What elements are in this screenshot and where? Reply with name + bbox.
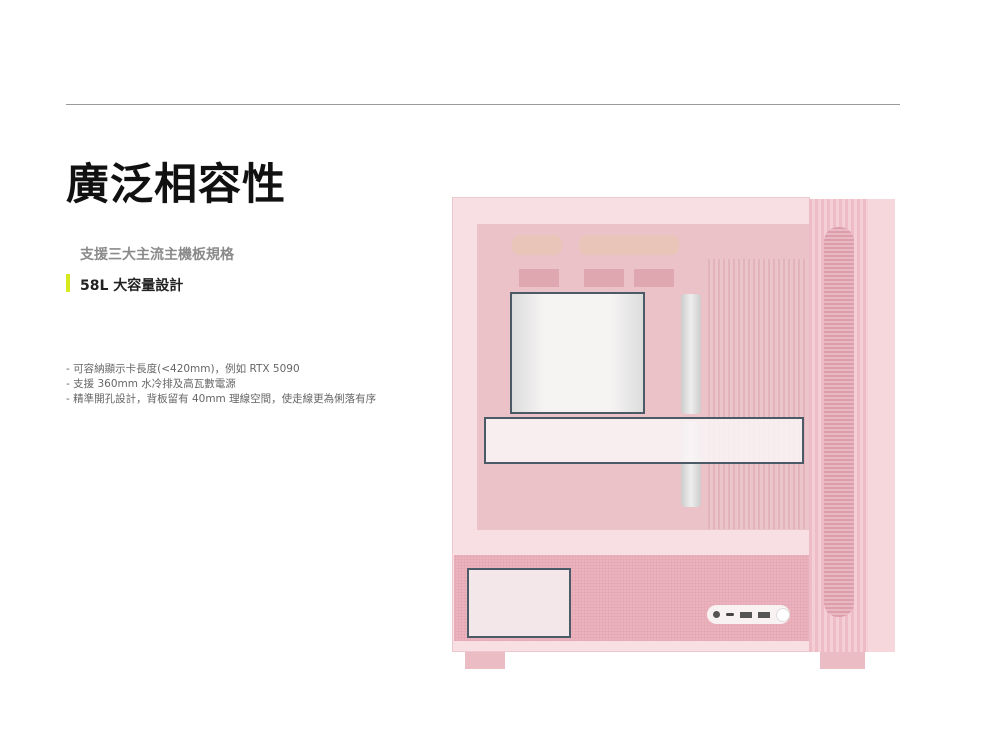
cutout [519,269,559,287]
cutout [584,269,624,287]
front-io-panel [707,605,790,624]
psu-outline [467,568,571,638]
rear-mesh [708,259,808,529]
usb-a-icon [740,611,752,618]
cable-slot [681,294,701,414]
note-item: - 可容納顯示卡長度(<420mm)，例如 RTX 5090 [66,363,300,375]
cable-cutout [512,235,562,255]
page-title: 廣泛相容性 [66,160,286,210]
power-button [776,607,790,622]
highlight-heading: 58L 大容量設計 [80,278,184,294]
subtitle: 支援三大主流主機板規格 [80,247,234,263]
case-foot [820,647,865,669]
divider [66,104,900,105]
case-side-edge [868,199,895,652]
cutout [634,269,674,287]
usb-a-icon [758,611,770,618]
pc-case-image [452,197,896,672]
note-item: - 支援 360mm 水冷排及高瓦數電源 [66,378,236,390]
gpu-outline [484,417,804,464]
case-foot [465,647,505,669]
audio-jack-icon [713,611,720,618]
note-item: - 精準開孔設計，背板留有 40mm 理線空間，使走線更為俐落有序 [66,393,377,405]
feature-notes: - 可容納顯示卡長度(<420mm)，例如 RTX 5090 - 支援 360m… [66,362,376,407]
motherboard-outline [510,292,645,414]
cable-cutout [579,235,679,255]
accent-bar [66,274,70,292]
usb-c-icon [726,613,734,616]
front-vent [824,227,854,617]
